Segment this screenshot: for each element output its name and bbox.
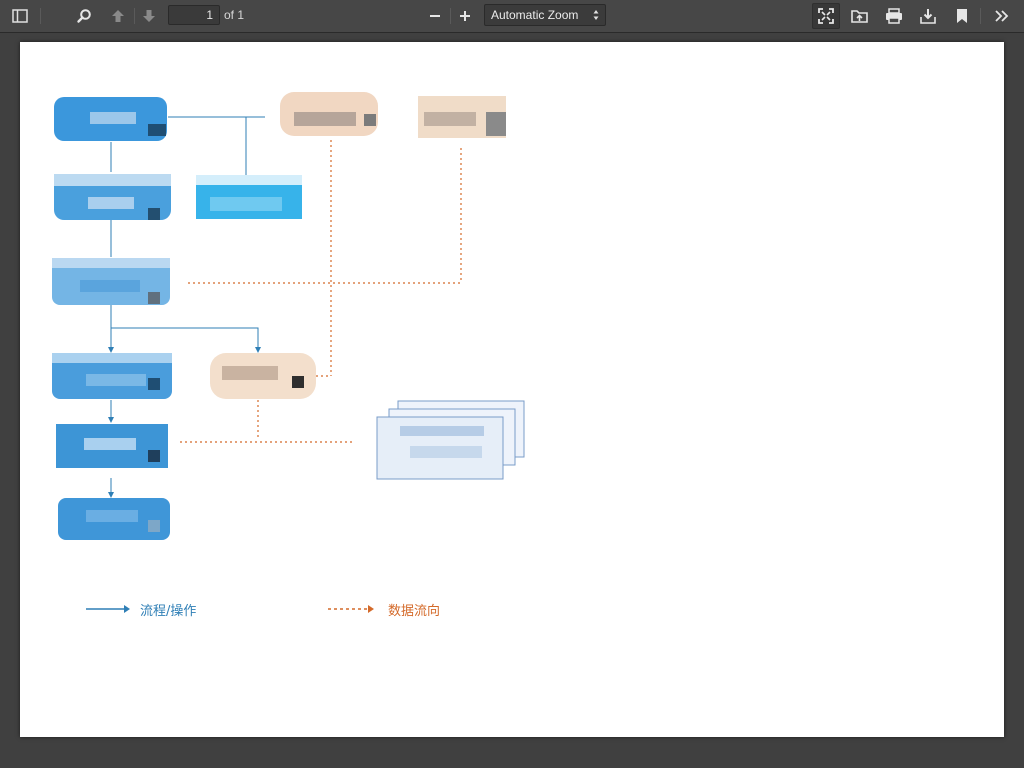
select-caret-icon — [593, 10, 599, 20]
previous-page-button[interactable] — [104, 3, 132, 29]
dataflow-connectors — [180, 140, 462, 443]
fullscreen-icon — [818, 8, 834, 24]
tools-button[interactable] — [988, 3, 1016, 29]
search-icon — [77, 9, 91, 23]
process-connectors — [108, 116, 265, 498]
toolbar-separator — [980, 8, 981, 24]
zoom-out-button[interactable] — [421, 3, 449, 29]
viewer-container[interactable]: 流程/操作 数据流向 — [0, 33, 1024, 768]
process-node — [54, 174, 171, 220]
legend-dataflow-arrow — [328, 605, 374, 613]
page-number-input[interactable] — [168, 5, 220, 25]
legend-process-label: 流程/操作 — [140, 604, 197, 619]
presentation-mode-button[interactable] — [812, 3, 840, 29]
legend-process-arrow — [86, 605, 130, 613]
data-node — [418, 96, 506, 138]
open-file-button[interactable] — [846, 3, 874, 29]
plus-icon — [460, 11, 470, 21]
find-button[interactable] — [70, 3, 98, 29]
next-page-button[interactable] — [135, 3, 163, 29]
process-node — [54, 97, 167, 141]
open-file-icon — [851, 10, 868, 23]
minus-icon — [430, 15, 440, 17]
toolbar: of 1 Automatic Zoom — [0, 0, 1024, 33]
sidebar-toggle-icon — [12, 9, 28, 23]
data-node — [210, 353, 316, 399]
toolbar-separator — [134, 8, 135, 24]
zoom-select[interactable]: Automatic Zoom — [484, 4, 606, 26]
print-button[interactable] — [880, 3, 908, 29]
document-stack-node — [376, 400, 525, 480]
data-node — [280, 92, 378, 136]
arrow-down-icon — [143, 10, 155, 22]
arrow-up-icon — [112, 10, 124, 22]
double-chevron-right-icon — [995, 10, 1009, 22]
toolbar-separator — [450, 8, 451, 24]
process-node — [196, 175, 302, 219]
legend-dataflow-label: 数据流向 — [388, 604, 441, 619]
toolbar-separator — [40, 8, 41, 24]
process-node — [58, 498, 170, 540]
process-node — [52, 353, 172, 399]
print-icon — [886, 8, 902, 24]
download-button[interactable] — [914, 3, 942, 29]
flowchart-diagram — [52, 92, 525, 540]
zoom-in-button[interactable] — [451, 3, 479, 29]
process-node — [56, 424, 168, 468]
download-icon — [920, 9, 936, 24]
page-count-label: of 1 — [224, 8, 245, 22]
bookmark-button[interactable] — [948, 3, 976, 29]
zoom-select-value: Automatic Zoom — [491, 8, 579, 22]
process-node — [52, 258, 170, 305]
bookmark-icon — [957, 9, 967, 23]
pdf-page: 流程/操作 数据流向 — [20, 42, 1004, 737]
sidebar-toggle-button[interactable] — [6, 3, 34, 29]
